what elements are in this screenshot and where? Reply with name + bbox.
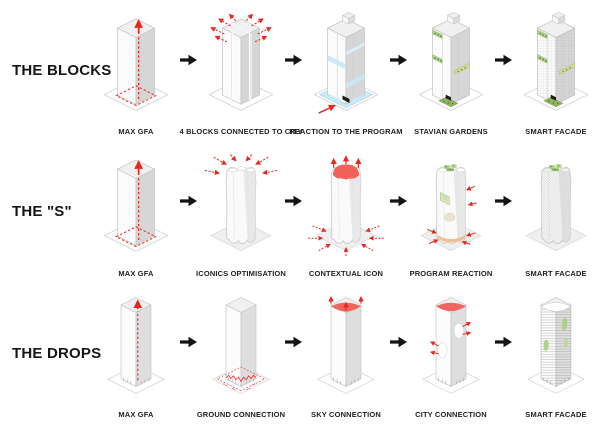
tower-gardens-icon [407, 3, 495, 126]
row-the-s: THE "S" MAX GFA ICONICS OPTIMISATION CON… [0, 141, 600, 282]
diagram-step: CONTEXTUAL ICON [302, 141, 390, 282]
step-label: SKY CONNECTION [311, 409, 381, 419]
step-label: ICONICS OPTIMISATION [196, 268, 286, 278]
right-arrow-icon [180, 283, 197, 424]
tower-4-blocks-icon [197, 3, 285, 126]
step-label: CITY CONNECTION [415, 409, 487, 419]
tower-iconics-optimisation-icon [197, 144, 285, 267]
tower-sky-connection-icon [302, 286, 390, 409]
tower-max-gfa-icon [92, 3, 180, 126]
step-label: CONTEXTUAL ICON [308, 268, 384, 278]
step-label: MAX GFA [118, 268, 154, 278]
tower-smart-facade-mesh-icon [512, 144, 600, 267]
row-title: THE DROPS [12, 344, 102, 362]
step-label: SMART FACADE [525, 409, 587, 419]
tower-max-gfa-icon [92, 144, 180, 267]
row-title: THE "S" [12, 203, 72, 221]
tower-smart-facade-louver-icon [512, 286, 600, 409]
diagram-step: MAX GFA [92, 141, 180, 282]
step-label: MAX GFA [118, 409, 154, 419]
row-steps: MAX GFA GROUND CONNECTION SKY CONNECTION… [92, 283, 600, 424]
diagram-step: PROGRAM REACTION [407, 141, 495, 282]
tower-smart-facade-grid-icon [512, 3, 600, 126]
row-title: THE BLOCKS [12, 62, 112, 80]
right-arrow-icon [180, 0, 197, 141]
tower-program-reaction-icon [302, 3, 390, 126]
diagram-step: 4 BLOCKS CONNECTED TO CITY [180, 0, 302, 141]
right-arrow-icon [390, 283, 407, 424]
row-the-blocks: THE BLOCKS MAX GFA 4 BLOCKS CONNECTED TO… [0, 0, 600, 141]
diagram-step: MAX GFA [92, 283, 180, 424]
right-arrow-icon [495, 283, 512, 424]
step-label: PROGRAM REACTION [409, 268, 493, 278]
step-label: STAVIAN GARDENS [414, 127, 488, 137]
tower-ground-connection-icon [197, 286, 285, 409]
diagram-step: REACTION TO THE PROGRAM [289, 0, 403, 141]
diagram-step: CITY CONNECTION [407, 283, 495, 424]
diagram-step: SMART FACADE [512, 0, 600, 141]
row-the-drops: THE DROPS MAX GFA GROUND CONNECTION SKY … [0, 283, 600, 424]
right-arrow-icon [495, 141, 512, 282]
diagram-step: SKY CONNECTION [302, 283, 390, 424]
diagram-step: SMART FACADE [512, 141, 600, 282]
step-label: SMART FACADE [525, 127, 587, 137]
diagram-step: ICONICS OPTIMISATION [196, 141, 286, 282]
step-label: REACTION TO THE PROGRAM [289, 127, 403, 137]
right-arrow-icon [390, 0, 407, 141]
step-label: MAX GFA [118, 127, 154, 137]
step-label: 4 BLOCKS CONNECTED TO CITY [179, 127, 303, 137]
right-arrow-icon [390, 141, 407, 282]
step-label: SMART FACADE [525, 268, 587, 278]
right-arrow-icon [285, 0, 302, 141]
step-label: GROUND CONNECTION [196, 409, 286, 419]
tower-contextual-icon-icon [302, 144, 390, 267]
diagram-step: SMART FACADE [512, 283, 600, 424]
right-arrow-icon [180, 141, 197, 282]
right-arrow-icon [495, 0, 512, 141]
tower-max-gfa-icon [92, 286, 180, 409]
tower-city-connection-icon [407, 286, 495, 409]
right-arrow-icon [285, 283, 302, 424]
diagram-step: MAX GFA [92, 0, 180, 141]
diagram-step: STAVIAN GARDENS [407, 0, 495, 141]
row-steps: MAX GFA 4 BLOCKS CONNECTED TO CITY REACT… [92, 0, 600, 141]
tower-program-reaction-curvy-icon [407, 144, 495, 267]
right-arrow-icon [285, 141, 302, 282]
diagram-step: GROUND CONNECTION [197, 283, 285, 424]
row-steps: MAX GFA ICONICS OPTIMISATION CONTEXTUAL … [92, 141, 600, 282]
